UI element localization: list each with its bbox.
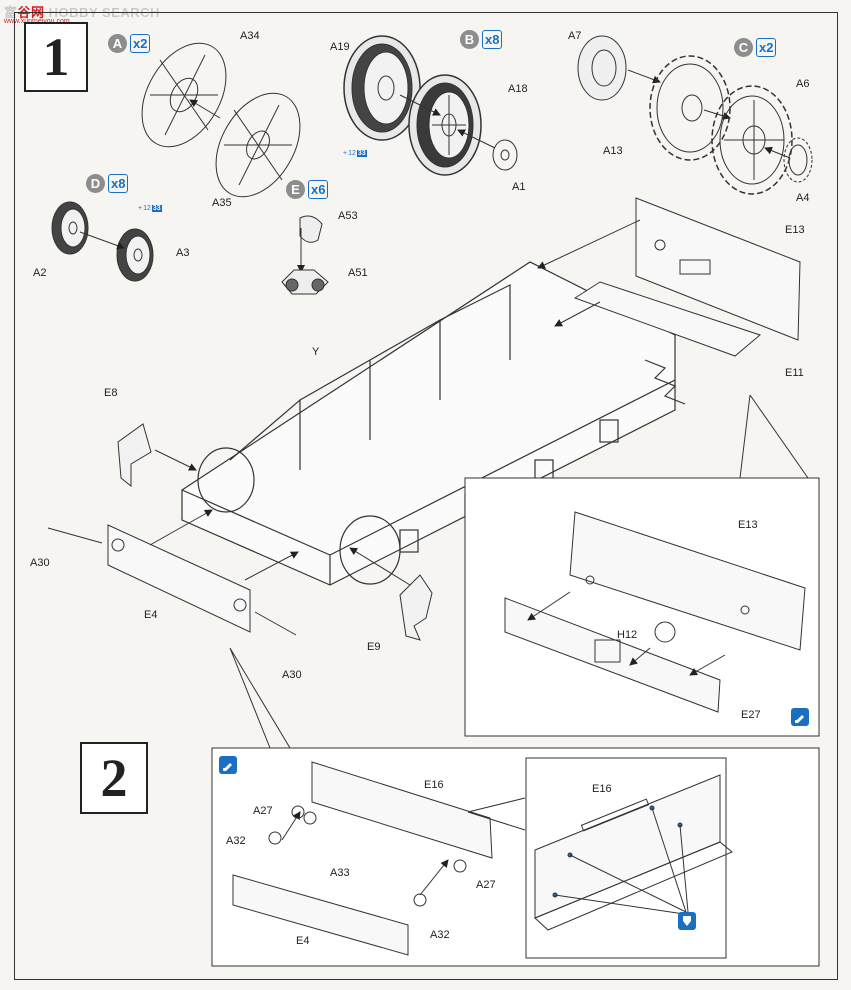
ring-a4 <box>783 137 813 183</box>
hull-y <box>181 261 686 586</box>
label-a33: A33 <box>330 867 350 879</box>
sprocket-a13 <box>649 55 731 161</box>
bracket-e8 <box>117 423 152 488</box>
label-a1: A1 <box>512 181 526 193</box>
group-e-letter: E <box>286 180 305 199</box>
roadwheel-a19 <box>343 35 421 141</box>
label-a3: A3 <box>176 247 190 259</box>
tool-icon-detail-1 <box>791 708 809 726</box>
wheel-a3 <box>116 228 154 282</box>
group-e-qty: x6 <box>308 180 329 199</box>
label-a27-left: A27 <box>253 805 273 817</box>
paint-ref-b-b: 33 <box>356 150 367 157</box>
detail-e13-e27 <box>504 511 806 713</box>
label-e9: E9 <box>367 641 381 653</box>
step-number-2-text: 2 <box>100 748 128 808</box>
roadwheel-a18 <box>408 74 482 176</box>
group-b: B x8 <box>460 30 503 49</box>
tool-icon-detail-2 <box>219 756 237 774</box>
group-c: C x2 <box>734 38 777 57</box>
detail-e16-step2 <box>232 761 493 956</box>
label-h12: H12 <box>617 629 638 641</box>
label-e13-detail: E13 <box>738 519 758 531</box>
group-b-qty: x8 <box>482 30 503 49</box>
group-a-letter: A <box>108 34 127 53</box>
plate-e13-top <box>635 197 801 341</box>
paint-ref-d-b: 33 <box>151 205 162 212</box>
label-a6: A6 <box>796 78 810 90</box>
group-e: E x6 <box>286 180 329 199</box>
label-a13: A13 <box>603 145 623 157</box>
label-a30-bottom: A30 <box>282 669 302 681</box>
label-e13-top: E13 <box>785 224 805 236</box>
label-e27: E27 <box>741 709 761 721</box>
label-a19: A19 <box>330 41 350 53</box>
label-e4-step2: E4 <box>296 935 310 947</box>
step-number-1: 1 <box>24 22 88 92</box>
label-e4-step1: E4 <box>144 609 158 621</box>
label-e11: E11 <box>785 367 804 379</box>
group-d-letter: D <box>86 174 105 193</box>
plate-e11 <box>573 281 762 357</box>
label-a27-right: A27 <box>476 879 496 891</box>
wheel-a35 <box>215 92 301 198</box>
label-a32-right: A32 <box>430 929 450 941</box>
sprocket-a6 <box>711 85 793 195</box>
paint-ref-b-a: 12 <box>348 150 356 157</box>
label-a4: A4 <box>796 192 810 204</box>
brush-icon <box>794 715 804 724</box>
step-number-2: 2 <box>80 742 148 814</box>
label-a51: A51 <box>348 267 368 279</box>
wheel-a2 <box>51 201 89 255</box>
label-e16-step2: E16 <box>424 779 444 791</box>
group-a-qty: x2 <box>130 34 151 53</box>
label-a7: A7 <box>568 30 582 42</box>
paint-ref-b: + 12 33 <box>343 150 367 157</box>
paint-ref-d-prefix: + <box>138 205 143 212</box>
bracket-a53-a51 <box>281 215 329 295</box>
label-a53: A53 <box>338 210 358 222</box>
group-d: D x8 <box>86 174 129 193</box>
watermark-char-1: 富 <box>4 5 18 20</box>
paint-ref-d-a: 12 <box>143 205 151 212</box>
cap-a7 <box>577 35 627 101</box>
label-a18: A18 <box>508 83 528 95</box>
group-c-qty: x2 <box>756 38 777 57</box>
label-y: Y <box>312 346 320 358</box>
label-e8: E8 <box>104 387 118 399</box>
step-number-1-text: 1 <box>42 27 70 87</box>
paint-ref-b-prefix: + <box>343 150 348 157</box>
group-a: A x2 <box>108 34 151 53</box>
detail-e16-holes <box>534 774 733 931</box>
label-a32-left: A32 <box>226 835 246 847</box>
watermark-url: www.xunmeiyou.com <box>4 18 70 25</box>
group-b-letter: B <box>460 30 479 49</box>
label-a35: A35 <box>212 197 232 209</box>
brush-icon <box>222 763 232 772</box>
label-a30-left: A30 <box>30 557 50 569</box>
drill-icon <box>683 916 691 926</box>
group-d-qty: x8 <box>108 174 129 193</box>
label-e16-detail: E16 <box>592 783 612 795</box>
label-a34: A34 <box>240 30 260 42</box>
group-c-letter: C <box>734 38 753 57</box>
hubcap-a1 <box>492 139 518 171</box>
bracket-e9 <box>399 574 433 641</box>
instruction-frame <box>14 12 838 980</box>
paint-ref-d: + 12 33 <box>138 205 162 212</box>
glue-icon <box>678 912 696 930</box>
label-a2: A2 <box>33 267 47 279</box>
plate-e4-step1 <box>107 524 251 633</box>
